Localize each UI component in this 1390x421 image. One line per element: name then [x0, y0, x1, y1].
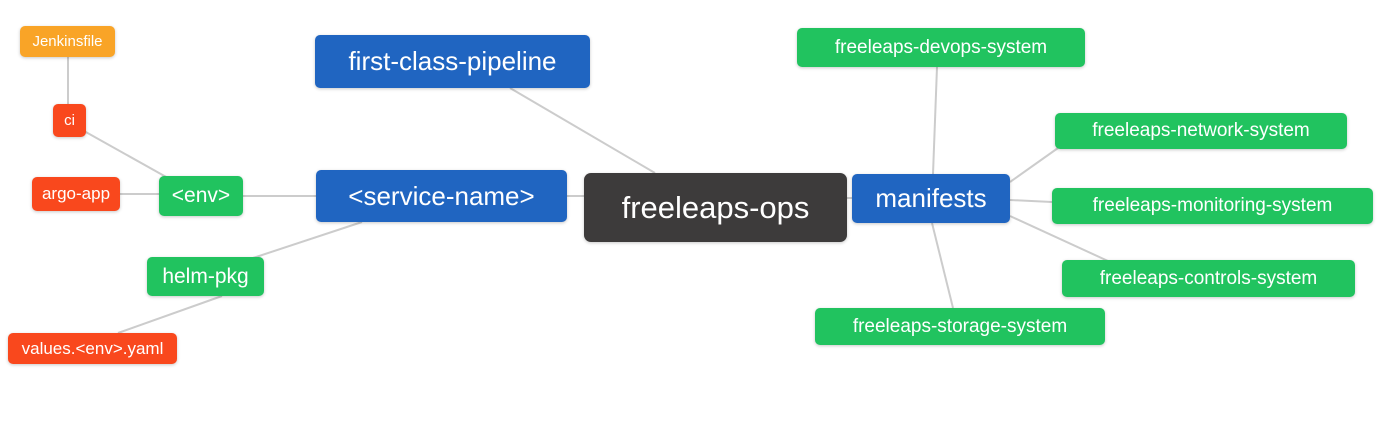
node-values-env-yaml[interactable]: values.<env>.yaml — [8, 333, 177, 364]
node-freeleaps-storage-system[interactable]: freeleaps-storage-system — [815, 308, 1105, 345]
node-freeleaps-ops-root[interactable]: freeleaps-ops — [584, 173, 847, 242]
edge-valuesyaml-helmpkg — [117, 295, 223, 334]
edge-pipeline-freeleapsops — [509, 87, 656, 174]
node-freeleaps-controls-system[interactable]: freeleaps-controls-system — [1062, 260, 1355, 297]
node-env[interactable]: <env> — [159, 176, 243, 216]
node-ci[interactable]: ci — [53, 104, 86, 137]
edge-helmpkg-servicename — [252, 221, 363, 259]
edge-manifests-network — [1009, 147, 1059, 183]
node-manifests[interactable]: manifests — [852, 174, 1010, 223]
node-freeleaps-devops-system[interactable]: freeleaps-devops-system — [797, 28, 1085, 67]
edge-manifests-devops — [932, 66, 938, 175]
node-service-name[interactable]: <service-name> — [316, 170, 567, 222]
edge-manifests-controls — [1009, 215, 1109, 262]
edge-ci-env — [83, 130, 169, 179]
node-helm-pkg[interactable]: helm-pkg — [147, 257, 264, 296]
node-jenkinsfile[interactable]: Jenkinsfile — [20, 26, 115, 57]
edge-manifests-storage — [931, 222, 954, 309]
node-argo-app[interactable]: argo-app — [32, 177, 120, 211]
edge-manifests-monitoring — [1009, 199, 1053, 203]
node-first-class-pipeline[interactable]: first-class-pipeline — [315, 35, 590, 88]
node-freeleaps-network-system[interactable]: freeleaps-network-system — [1055, 113, 1347, 149]
node-freeleaps-monitoring-system[interactable]: freeleaps-monitoring-system — [1052, 188, 1373, 224]
